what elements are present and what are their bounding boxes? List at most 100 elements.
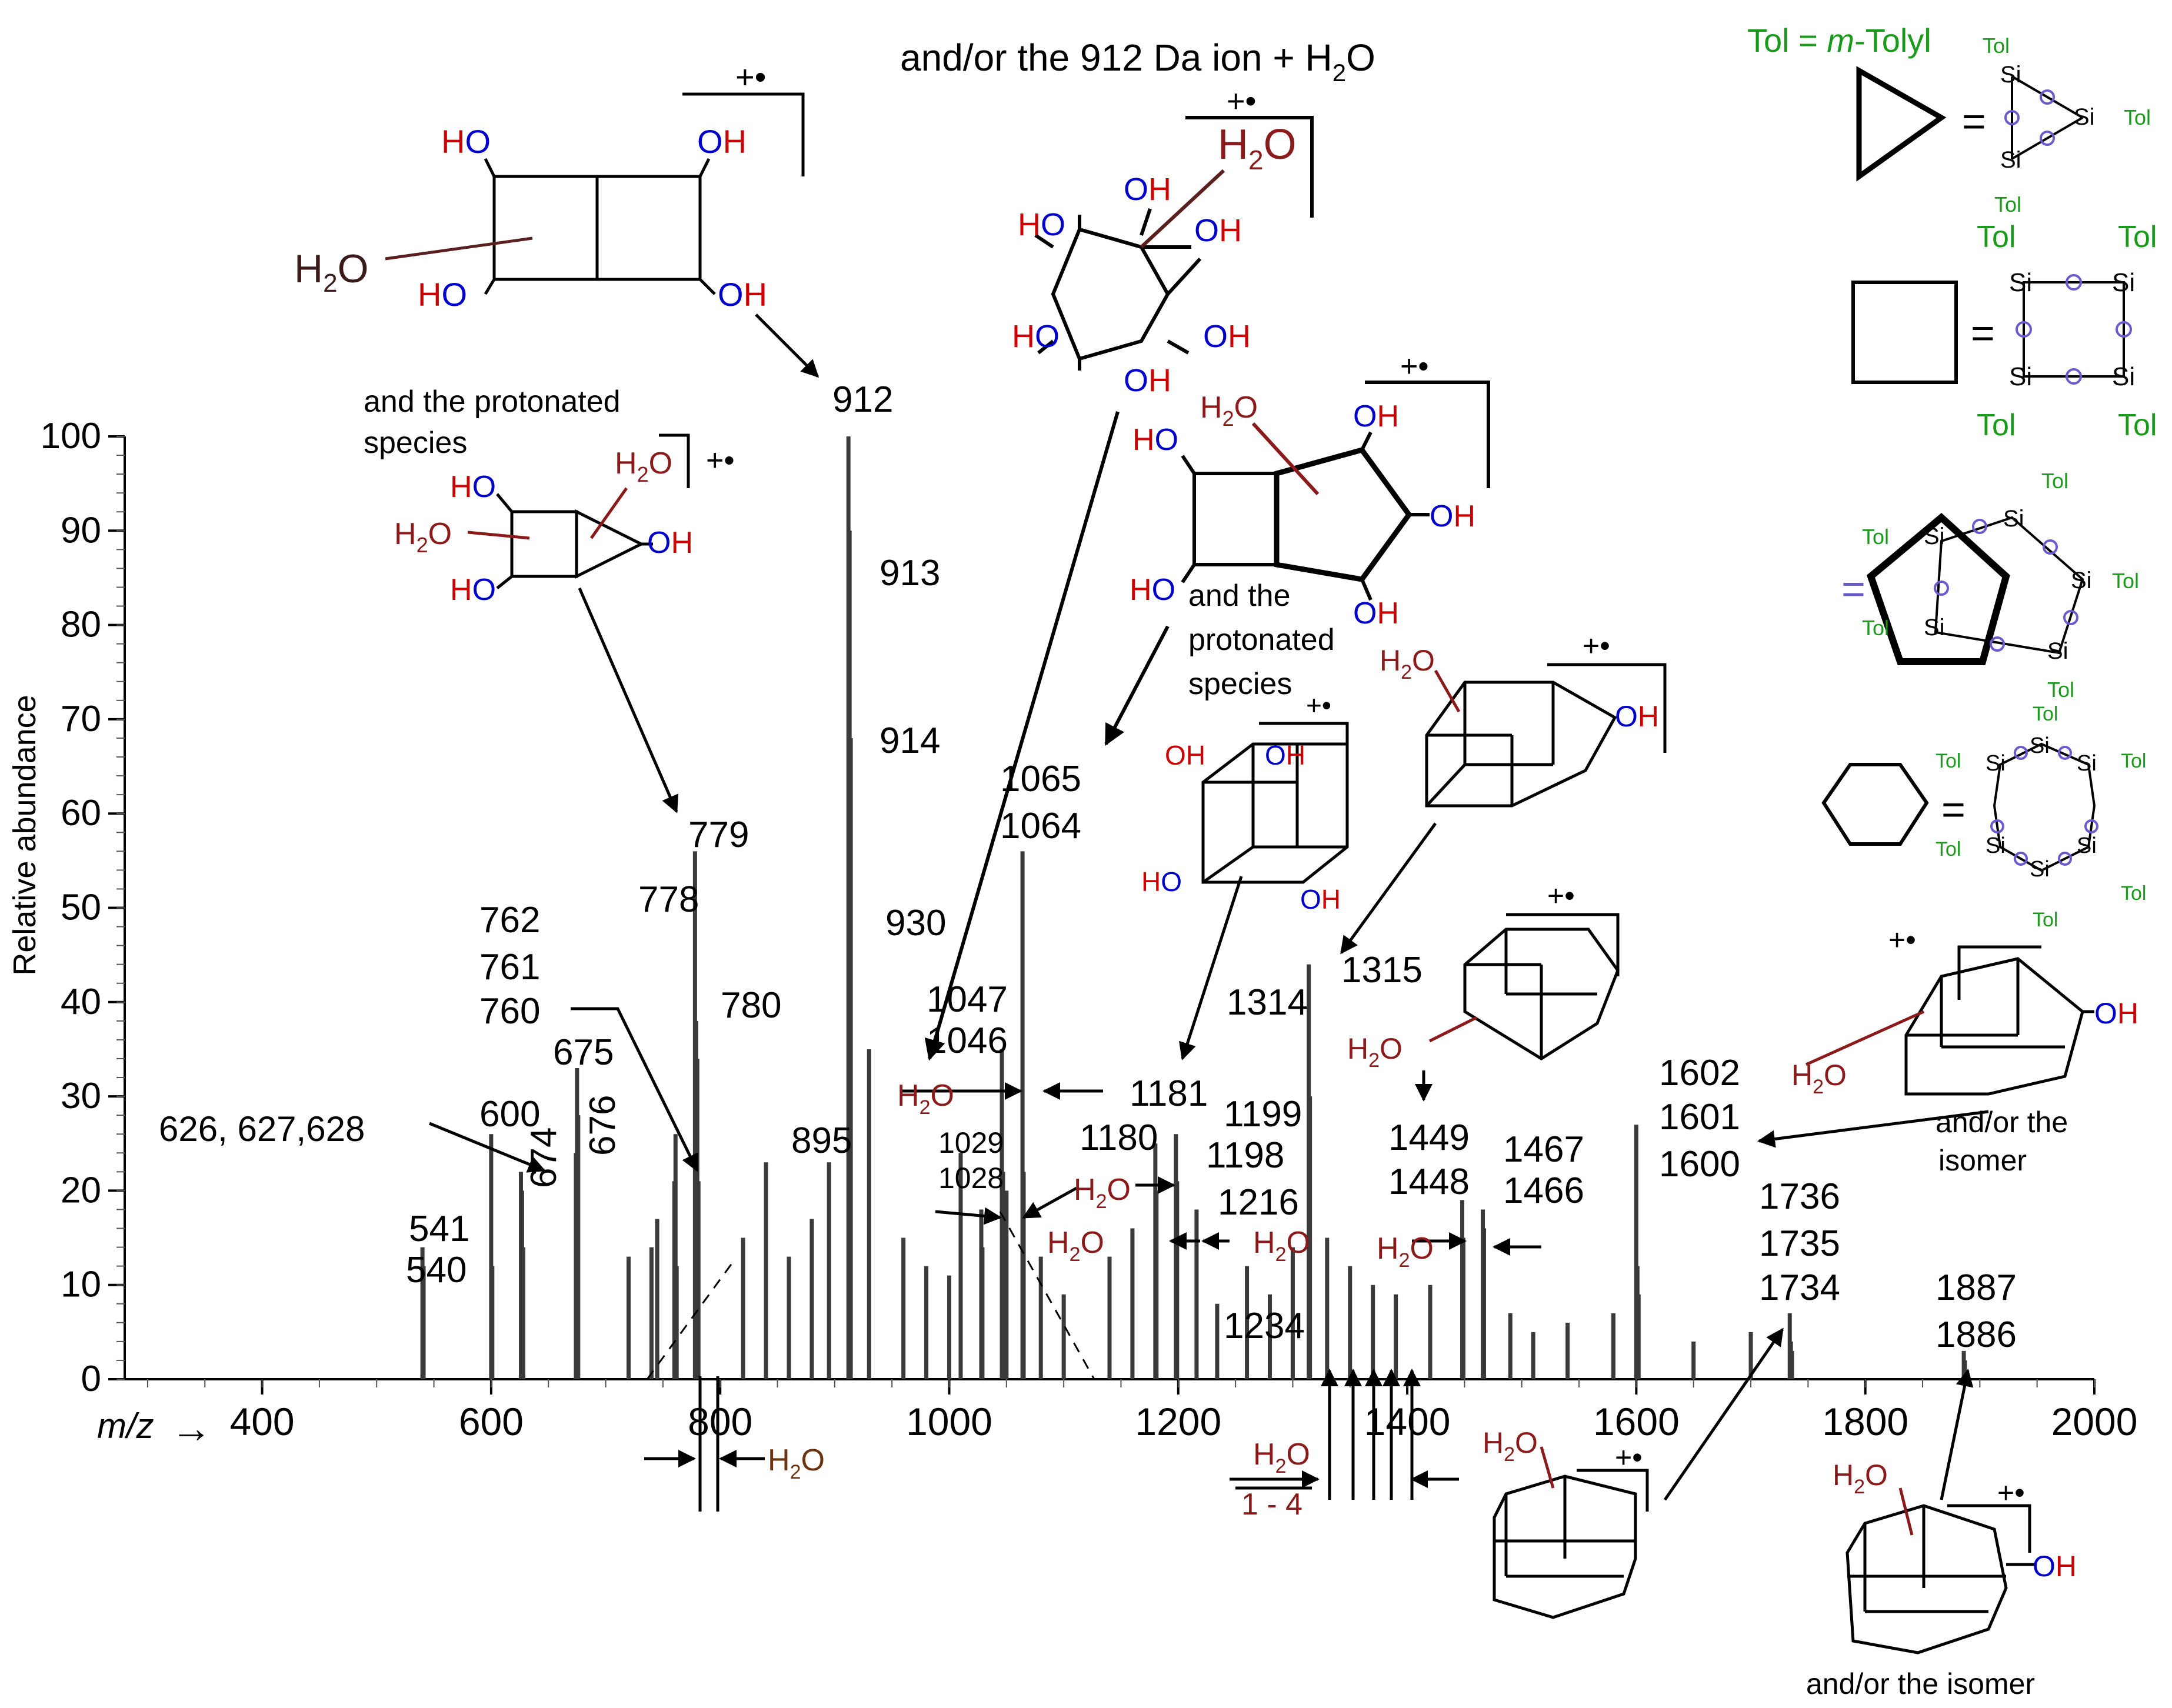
svg-text:+•: +• (1306, 690, 1331, 720)
peak-label: 913 (880, 553, 940, 593)
svg-text:HO: HO (450, 573, 496, 607)
structure-square-pentagon-1065 (1104, 381, 1490, 746)
svg-text:OH: OH (1203, 319, 1251, 354)
peak-label: 1735 (1759, 1223, 1840, 1264)
svg-text:and the protonated: and the protonated (364, 385, 621, 419)
x-axis-title: m/z (97, 1406, 154, 1446)
svg-text:HO: HO (1132, 423, 1178, 457)
svg-text:OH: OH (1124, 363, 1171, 398)
structure-cage-1886 (1845, 1369, 2036, 1654)
svg-text:Si: Si (1986, 751, 2006, 776)
peak-label: 780 (721, 985, 781, 1026)
peak-label: 760 (479, 991, 540, 1032)
svg-text:Si: Si (2112, 362, 2135, 391)
svg-text:Si: Si (2077, 833, 2097, 858)
svg-text:Si: Si (2047, 638, 2068, 664)
svg-text:Si: Si (2000, 62, 2021, 88)
svg-text:H2O: H2O (294, 246, 369, 298)
svg-text:OH: OH (1124, 172, 1171, 207)
y-tick-label: 80 (61, 605, 101, 645)
svg-text:1 - 4: 1 - 4 (1241, 1487, 1302, 1522)
svg-text:OH: OH (1265, 740, 1305, 770)
svg-text:Tol: Tol (1977, 408, 2016, 442)
svg-text:+•: +• (1615, 1441, 1643, 1474)
svg-text:OH: OH (1165, 740, 1205, 770)
svg-text:Tol: Tol (1936, 750, 1961, 772)
svg-text:and/or the isomer: and/or the isomer (1806, 1667, 2035, 1700)
peak-label: 1181 (1130, 1073, 1208, 1114)
water-loss-markers (429, 1007, 1541, 1512)
peak-label: 1602 (1659, 1053, 1740, 1093)
svg-text:Tol: Tol (1862, 616, 1889, 640)
svg-text:+•: +• (1400, 349, 1429, 383)
peak-label: 676 (582, 1095, 623, 1156)
structure-cage-1600-labels: H2O OH +• and/or the isomer (1791, 923, 2138, 1177)
peak-label: 674 (524, 1127, 564, 1188)
peak-label: 1734 (1759, 1267, 1840, 1308)
x-tick-label: 2000 (2051, 1400, 2138, 1443)
x-tick-label: 1000 (906, 1400, 992, 1443)
svg-text:H2O: H2O (1791, 1059, 1847, 1098)
peak-label: 1315 (1341, 950, 1423, 990)
svg-text:+•: +• (1583, 629, 1610, 662)
y-tick-label: 20 (61, 1170, 101, 1210)
peak-label: 1047 (927, 979, 1008, 1020)
peak-label: 675 (553, 1032, 614, 1073)
peak-label: 1466 (1503, 1170, 1584, 1211)
svg-text:Si: Si (2112, 268, 2135, 297)
peak-label: 778 (638, 879, 699, 920)
structure-bicyclobutane-labels: HO OH HO OH H2O +• (294, 58, 767, 313)
spectrum-peaks (420, 436, 1967, 1379)
svg-text:OH: OH (1353, 596, 1399, 631)
peak-label: 600 (479, 1094, 540, 1135)
peak-label: 541 (409, 1209, 469, 1249)
legend-square-labels: Si Si Si Si Tol Tol Tol Tol (1977, 220, 2157, 442)
peak-label: 1216 (1218, 1182, 1299, 1223)
svg-text:HO: HO (450, 470, 496, 504)
svg-text:OH: OH (1615, 700, 1659, 733)
top-title: and/or the 912 Da ion + H2O (900, 36, 1375, 86)
svg-text:H2O: H2O (1218, 121, 1297, 175)
peak-label: 1199 (1224, 1094, 1302, 1135)
svg-text:protonated: protonated (1188, 623, 1335, 657)
legend-equals-2: = (1971, 310, 1995, 356)
y-tick-label: 100 (41, 416, 101, 456)
y-tick-label: 90 (61, 510, 101, 551)
structure-cage-1886-labels: H2O OH +• and/or the isomer (1806, 1459, 2077, 1700)
legend-pentagon-labels: Si Si Si Si Si Tol Tol Tol Tol Tol (1862, 469, 2139, 702)
svg-text:Si: Si (2074, 104, 2095, 130)
peak-label: 930 (885, 903, 946, 943)
peak-label: 1314 (1227, 982, 1308, 1023)
legend-hexagon-labels: Si Si Si Si Si Si Tol Tol Tol Tol Tol To… (1936, 703, 2146, 931)
svg-text:H2O: H2O (1047, 1226, 1104, 1266)
structure-prism-1734 (1493, 1327, 1784, 1619)
peak-label: 1601 (1659, 1097, 1740, 1137)
svg-text:OH: OH (1430, 499, 1475, 533)
x-tick-label: 1800 (1822, 1400, 1908, 1443)
legend-equals-4: = (1941, 786, 1966, 832)
svg-text:Tol: Tol (1994, 192, 2021, 216)
svg-text:Tol: Tol (2033, 909, 2058, 931)
structure-bicyclobutane-912 (385, 92, 820, 378)
structure-cage-1181-labels: OH OH HO OH +• (1141, 690, 1341, 915)
svg-text:Tol: Tol (2118, 408, 2157, 442)
legend-triangle (1856, 66, 1947, 182)
structure-prism-1734-labels: H2O +• (1483, 1426, 1643, 1474)
svg-text:Tol: Tol (1977, 220, 2016, 254)
peak-label: 1886 (1936, 1315, 2017, 1355)
legend-equals-3: = (1841, 566, 1865, 612)
svg-text:+•: +• (706, 443, 735, 478)
peak-label: 1028 (938, 1162, 1004, 1195)
svg-text:H2O: H2O (1253, 1226, 1310, 1266)
svg-text:HO: HO (1130, 573, 1175, 607)
svg-text:HO: HO (418, 276, 467, 313)
y-tick-label: 40 (61, 982, 101, 1022)
legend-square (1851, 281, 1958, 384)
svg-text:OH: OH (697, 123, 747, 160)
svg-text:H2O: H2O (615, 446, 672, 486)
peak-label: 761 (479, 947, 540, 988)
svg-text:Si: Si (1986, 833, 2006, 858)
svg-text:isomer: isomer (1938, 1144, 2027, 1177)
svg-text:Si: Si (2030, 857, 2050, 882)
